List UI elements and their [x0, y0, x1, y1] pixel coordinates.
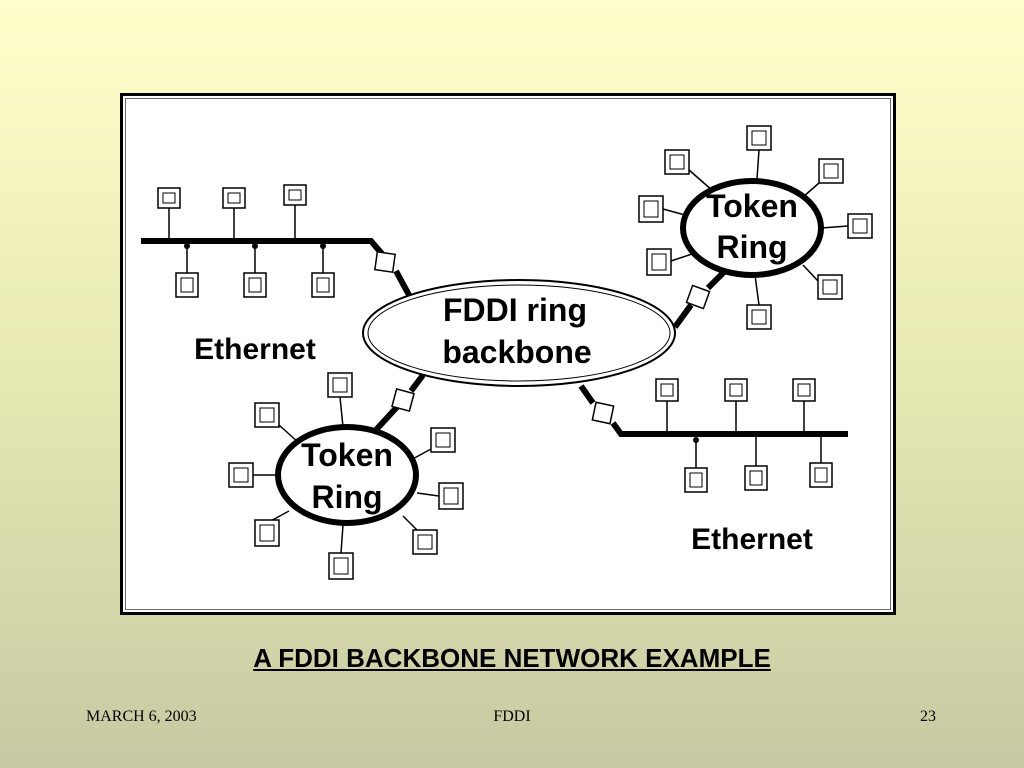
- station-node: [243, 241, 267, 298]
- figure-caption: A FDDI BACKBONE NETWORK EXAMPLE: [253, 643, 771, 673]
- station-node: [847, 213, 873, 239]
- ethernet-left-segment: [141, 184, 412, 298]
- station-node: [228, 462, 254, 488]
- station-node: [655, 378, 679, 434]
- bridge-node: [391, 388, 415, 412]
- bridge-node: [591, 401, 615, 425]
- bridge-node: [373, 250, 397, 274]
- station-node: [412, 529, 438, 555]
- station-node: [817, 274, 843, 300]
- ethernet-left-label: Ethernet: [194, 333, 316, 366]
- station-node: [809, 434, 833, 488]
- slide-number: 23: [920, 708, 936, 725]
- footer-date: MARCH 6, 2003: [86, 708, 197, 725]
- station-node: [327, 372, 353, 398]
- diagram-canvas: Token Ring: [141, 125, 873, 580]
- ethernet-right-label: Ethernet: [691, 523, 813, 556]
- station-node: [746, 125, 772, 151]
- station-node: [684, 434, 708, 493]
- token-ring-top-label-line1: Token: [706, 188, 798, 224]
- station-node: [746, 304, 772, 330]
- station-node: [254, 519, 280, 547]
- ethernet-right-segment: [578, 378, 848, 493]
- station-node: [222, 187, 246, 241]
- station-node: [818, 158, 844, 184]
- station-node: [254, 402, 280, 428]
- fddi-backbone-label-line1: FDDI ring: [443, 292, 587, 328]
- station-node: [646, 248, 672, 276]
- station-node: [638, 195, 664, 223]
- bridge-node: [685, 284, 711, 310]
- fddi-backbone-ring: FDDI ring backbone: [362, 279, 676, 387]
- station-node: [438, 482, 464, 510]
- station-node: [328, 552, 354, 580]
- station-node: [792, 378, 816, 434]
- station-node: [157, 187, 181, 241]
- fddi-backbone-label-line2: backbone: [442, 334, 591, 370]
- token-ring-top-label-line2: Ring: [716, 229, 787, 265]
- token-ring-top: Token Ring: [638, 125, 873, 330]
- station-node: [724, 378, 748, 434]
- station-node: [430, 427, 456, 453]
- network-diagram: Token Ring: [120, 93, 896, 615]
- token-ring-bottom: Token Ring: [228, 372, 464, 580]
- station-node: [311, 241, 335, 298]
- station-node: [283, 184, 307, 241]
- station-node: [175, 241, 199, 298]
- token-ring-bottom-label-line2: Ring: [311, 479, 382, 515]
- token-ring-bottom-label-line1: Token: [301, 437, 393, 473]
- station-node: [664, 149, 690, 175]
- station-node: [744, 434, 768, 491]
- footer-title: FDDI: [493, 708, 531, 725]
